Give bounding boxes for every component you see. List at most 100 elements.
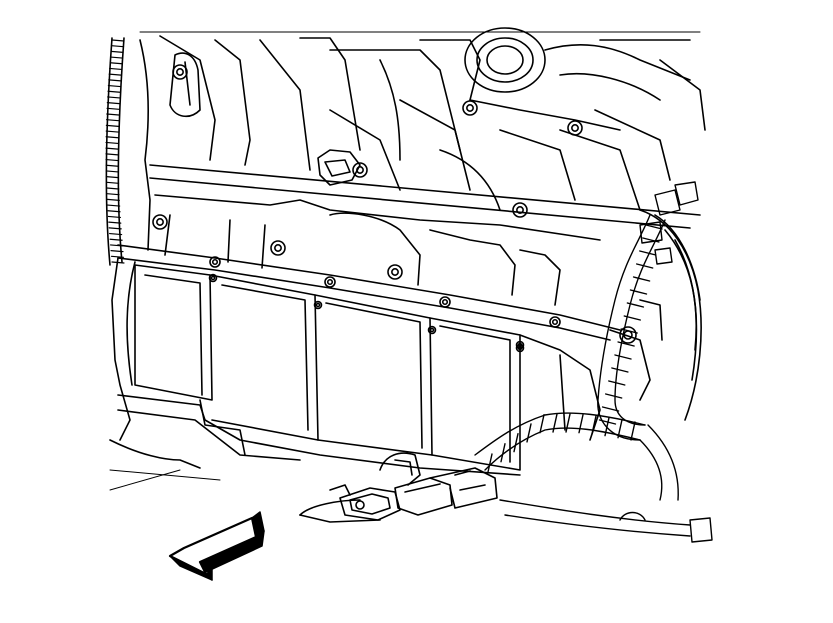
gear-tooth bbox=[105, 147, 119, 150]
gear-tooth bbox=[107, 96, 121, 99]
loom-band bbox=[623, 315, 641, 321]
loom-band bbox=[636, 263, 654, 269]
gear-tooth bbox=[110, 45, 125, 48]
gear-tooth bbox=[110, 250, 124, 253]
bolt-center bbox=[315, 302, 321, 308]
loom-band bbox=[629, 289, 648, 295]
bolt-center bbox=[551, 318, 559, 326]
wiring-harness bbox=[474, 181, 713, 543]
gear-tooth bbox=[108, 221, 122, 224]
gear-tooth bbox=[105, 158, 119, 162]
bolt-center bbox=[441, 298, 449, 306]
bolt-head bbox=[462, 100, 478, 116]
gear-tooth bbox=[108, 73, 122, 76]
bolt-head bbox=[387, 264, 403, 280]
gear-tooth bbox=[107, 90, 121, 93]
bolt-center bbox=[211, 258, 219, 266]
bolt-head bbox=[515, 340, 525, 350]
bolt-head bbox=[209, 256, 221, 268]
bolt-center bbox=[517, 345, 523, 351]
bolt-head bbox=[270, 240, 286, 256]
loom-band bbox=[632, 276, 651, 282]
gear-tooth bbox=[109, 232, 123, 236]
gear-tooth bbox=[105, 124, 119, 127]
gear-tooth bbox=[105, 119, 120, 122]
gear-tooth bbox=[106, 113, 120, 116]
flywheel-ring-gear bbox=[105, 37, 125, 266]
loom-band bbox=[645, 224, 663, 230]
gear-tooth bbox=[111, 39, 125, 42]
loom-band bbox=[565, 413, 571, 433]
gear-tooth bbox=[105, 170, 119, 173]
gear-tooth bbox=[105, 181, 120, 184]
gear-tooth bbox=[109, 67, 123, 71]
loom-band bbox=[526, 423, 532, 443]
gear-tooth bbox=[109, 238, 123, 241]
bolt-center bbox=[571, 124, 579, 132]
gear-tooth bbox=[110, 255, 125, 258]
loom-band bbox=[552, 413, 558, 433]
loom-band bbox=[539, 414, 545, 434]
loom-band bbox=[513, 432, 519, 453]
bolt-head bbox=[567, 120, 583, 136]
front-direction-arrow-icon bbox=[168, 511, 265, 581]
bolt-head bbox=[515, 343, 525, 353]
oil-pan bbox=[109, 257, 601, 491]
gear-tooth bbox=[106, 102, 120, 105]
gear-tooth bbox=[107, 204, 121, 207]
bolt-head bbox=[208, 273, 218, 283]
gear-tooth bbox=[105, 136, 119, 139]
bolt-head bbox=[324, 276, 336, 288]
bolt-center bbox=[466, 104, 474, 112]
bolt-head bbox=[427, 325, 437, 335]
loom-band bbox=[611, 367, 629, 373]
gear-tooth bbox=[105, 141, 119, 145]
gear-tooth bbox=[109, 62, 123, 65]
bolt-head bbox=[512, 202, 528, 218]
gear-tooth bbox=[105, 130, 119, 133]
gear-tooth bbox=[108, 79, 122, 82]
loom-band bbox=[604, 416, 610, 437]
front-cover bbox=[609, 209, 702, 421]
sensor-connector-assembly bbox=[299, 452, 498, 523]
loom-band bbox=[639, 250, 657, 256]
loom-band bbox=[630, 421, 636, 441]
loom-band bbox=[500, 443, 506, 463]
bolt-center bbox=[156, 218, 164, 226]
bolt-center bbox=[326, 278, 334, 286]
loom-band bbox=[487, 453, 493, 473]
oil-pan-flange bbox=[117, 212, 621, 341]
bolt-center bbox=[429, 327, 435, 333]
bolt-center bbox=[516, 206, 524, 214]
bolt-center bbox=[176, 68, 184, 76]
bolt-head bbox=[352, 162, 368, 178]
gear-tooth bbox=[107, 210, 121, 213]
loom-band bbox=[605, 393, 623, 399]
bolt-center bbox=[391, 268, 399, 276]
loom-band bbox=[608, 380, 626, 386]
bolt-center bbox=[274, 244, 282, 252]
loom-band bbox=[578, 414, 584, 434]
loom-band bbox=[601, 406, 620, 412]
gear-tooth bbox=[105, 164, 119, 167]
loom-band bbox=[620, 328, 638, 334]
gear-tooth bbox=[109, 56, 124, 59]
bolt-head bbox=[313, 300, 323, 310]
bolt-head bbox=[152, 214, 168, 230]
gear-tooth bbox=[106, 193, 120, 196]
loom-band bbox=[617, 419, 623, 439]
gear-tooth bbox=[105, 153, 119, 156]
gear-tooth bbox=[108, 227, 122, 230]
engine-block bbox=[139, 27, 706, 280]
bolt-center bbox=[210, 275, 216, 281]
loom-band bbox=[591, 415, 597, 435]
bolt-head bbox=[549, 316, 561, 328]
bolt-head bbox=[439, 296, 451, 308]
gear-tooth bbox=[105, 176, 119, 179]
gear-tooth bbox=[106, 187, 120, 190]
loom-band bbox=[617, 341, 635, 347]
loom-band bbox=[614, 354, 632, 360]
bolt-head bbox=[172, 64, 188, 80]
